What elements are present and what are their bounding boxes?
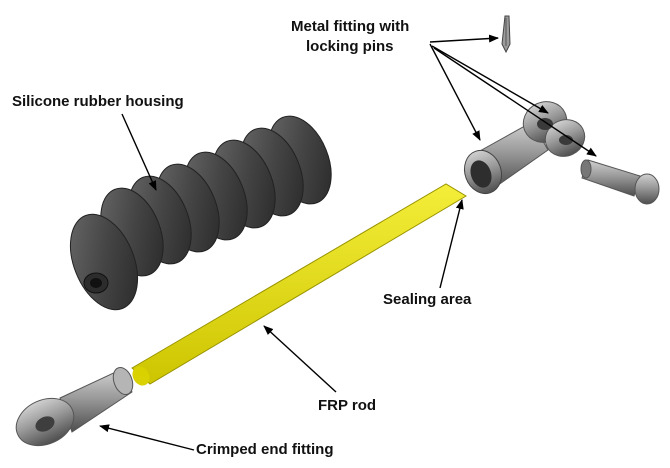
label-metal-fitting-line2: locking pins [306,38,394,55]
frp-rod [131,183,467,386]
arrow-to-clevis-eye [431,45,549,114]
arrow-to-frp-rod [263,325,337,393]
label-sealing-area: Sealing area [383,291,472,308]
label-silicone-housing: Silicone rubber housing [12,93,184,110]
label-crimped-end-fitting: Crimped end fitting [196,441,334,458]
locking-pin [580,159,660,205]
arrow-to-locking-pin [433,47,597,157]
label-frp-rod: FRP rod [318,397,377,414]
arrow-to-clevis [429,43,481,141]
arrow-to-sealing-area [439,199,464,289]
cotter-pin [501,15,511,54]
arrow-to-cotter-pin [429,34,499,43]
annotation-arrows [99,34,597,451]
metal-clevis-fitting [463,101,586,195]
silicone-rubber-housing [69,115,332,311]
label-metal-fitting-line1: Metal fitting with [291,18,410,35]
arrow-to-crimped-fitting [99,424,195,451]
arrow-to-housing [121,113,157,191]
crimped-end-fitting [15,366,134,447]
